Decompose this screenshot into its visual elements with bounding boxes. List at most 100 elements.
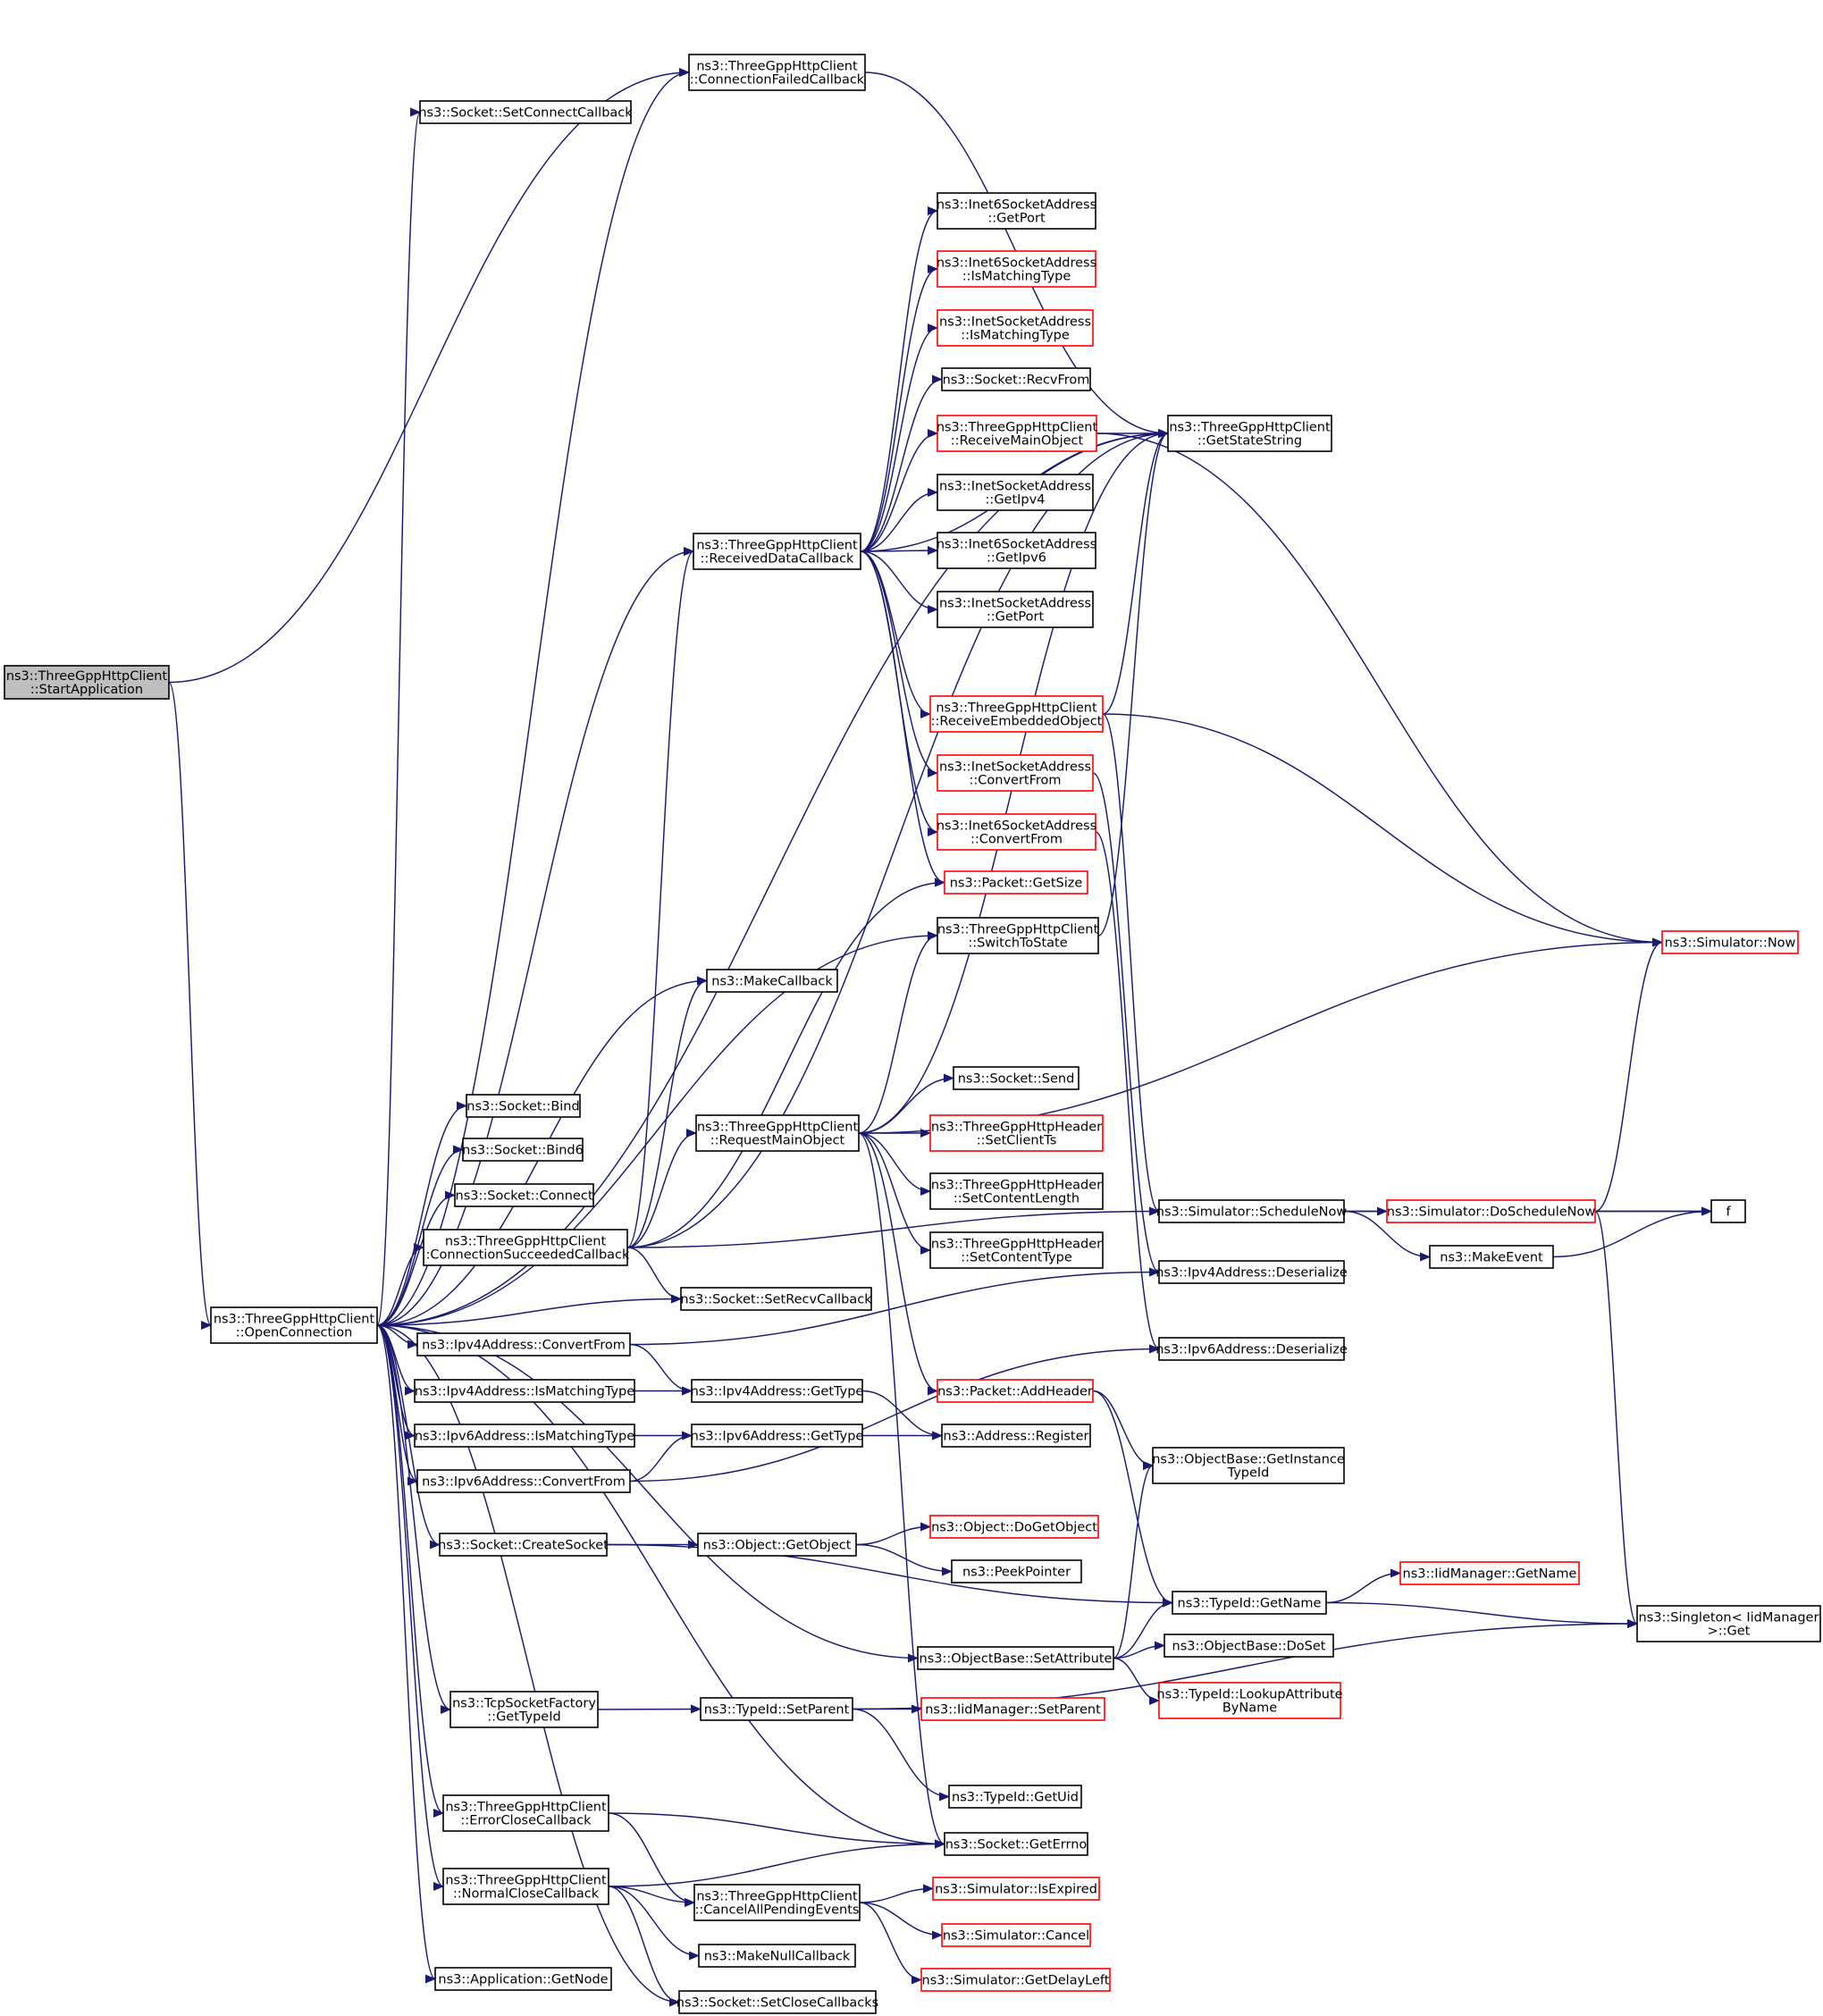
- node-inet-getport[interactable]: ns3::InetSocketAddress::GetPort: [937, 591, 1094, 628]
- node-box: [941, 1923, 1091, 1947]
- node-cancel-all[interactable]: ns3::ThreeGppHttpClient::CancelAllPendin…: [693, 1884, 861, 1921]
- edge-open-connection-to-switch-to-state: [376, 931, 938, 1326]
- node-ipv6-gettype[interactable]: ns3::Ipv6Address::GetType: [691, 1424, 864, 1448]
- node-ipv4-ismatching[interactable]: ns3::Ipv4Address::IsMatchingType: [414, 1379, 635, 1403]
- node-label: ns3::Singleton< IidManager: [1639, 1611, 1819, 1625]
- node-box: [929, 1172, 1104, 1210]
- node-ipv4-convertfrom[interactable]: ns3::Ipv4Address::ConvertFrom: [416, 1332, 631, 1357]
- node-box: [414, 1379, 635, 1403]
- node-address-register[interactable]: ns3::Address::Register: [941, 1424, 1091, 1448]
- node-label: ns3::Packet::GetSize: [950, 877, 1083, 891]
- node-inet-convertfrom[interactable]: ns3::InetSocketAddress::ConvertFrom: [937, 754, 1094, 792]
- node-set-close-cbs[interactable]: ns3::Socket::SetCloseCallbacks: [676, 1990, 878, 2014]
- edge-conn-succeeded-to-sim-schedule-now: [626, 1206, 1160, 1248]
- node-objbase-doset[interactable]: ns3::ObjectBase::DoSet: [1164, 1634, 1334, 1658]
- node-set-connect-cb[interactable]: ns3::Socket::SetConnectCallback: [418, 100, 633, 124]
- node-label: TypeId: [1227, 1466, 1270, 1481]
- node-socket-geterrno[interactable]: ns3::Socket::GetErrno: [944, 1832, 1088, 1856]
- node-socket-create[interactable]: ns3::Socket::CreateSocket: [438, 1533, 609, 1557]
- node-set-content-type[interactable]: ns3::ThreeGppHttpHeader::SetContentType: [929, 1231, 1104, 1269]
- edge-received-data-to-packet-getsize: [860, 550, 945, 887]
- node-sim-now[interactable]: ns3::Simulator::Now: [1661, 930, 1799, 954]
- node-open-connection[interactable]: ns3::ThreeGppHttpClient::OpenConnection: [210, 1306, 378, 1344]
- node-socket-bind6[interactable]: ns3::Socket::Bind6: [462, 1138, 584, 1162]
- node-recv-from[interactable]: ns3::Socket::RecvFrom: [941, 367, 1091, 391]
- node-request-main[interactable]: ns3::ThreeGppHttpClient::RequestMainObje…: [695, 1114, 860, 1152]
- edge-sim-do-schedule-now-to-sim-now: [1594, 937, 1663, 1213]
- node-make-callback[interactable]: ns3::MakeCallback: [706, 969, 838, 993]
- node-label: ::GetPort: [987, 212, 1046, 226]
- node-label: ns3::Ipv6Address::ConvertFrom: [422, 1475, 626, 1490]
- node-ipv4-gettype[interactable]: ns3::Ipv4Address::GetType: [691, 1379, 864, 1403]
- node-packet-getsize[interactable]: ns3::Packet::GetSize: [944, 870, 1088, 895]
- node-received-data[interactable]: ns3::ThreeGppHttpClient::ReceivedDataCal…: [693, 533, 861, 570]
- node-app-getnode[interactable]: ns3::Application::GetNode: [434, 1967, 612, 1991]
- node-inet-ismatching[interactable]: ns3::InetSocketAddress::IsMatchingType: [937, 309, 1094, 347]
- node-peek-pointer[interactable]: ns3::PeekPointer: [951, 1559, 1082, 1583]
- node-inet6-getport[interactable]: ns3::Inet6SocketAddress::GetPort: [937, 192, 1096, 230]
- edge-normal-close-to-set-close-cbs: [608, 1886, 680, 2007]
- node-packet-addheader[interactable]: ns3::Packet::AddHeader: [937, 1379, 1094, 1403]
- node-object-getobject[interactable]: ns3::Object::GetObject: [697, 1533, 857, 1557]
- edge-open-connection-to-socket-create: [376, 1324, 441, 1550]
- node-inet-getipv4[interactable]: ns3::InetSocketAddress::GetIpv4: [937, 474, 1094, 511]
- node-socket-bind[interactable]: ns3::Socket::Bind: [466, 1094, 581, 1118]
- node-label: ns3::ThreeGppHttpHeader: [931, 1238, 1102, 1252]
- node-sim-do-schedule-now[interactable]: ns3::Simulator::DoScheduleNow: [1386, 1199, 1596, 1223]
- node-set-content-length[interactable]: ns3::ThreeGppHttpHeader::SetContentLengt…: [929, 1172, 1104, 1210]
- node-f[interactable]: f: [1710, 1199, 1746, 1223]
- node-box: [691, 1424, 863, 1448]
- node-singleton-get[interactable]: ns3::Singleton< IidManager >::Get: [1636, 1605, 1821, 1642]
- node-sim-cancel[interactable]: ns3::Simulator::Cancel: [941, 1923, 1091, 1947]
- node-ipv6-convertfrom[interactable]: ns3::Ipv6Address::ConvertFrom: [416, 1469, 631, 1493]
- node-label: ns3::Simulator::GetDelayLeft: [922, 1974, 1110, 1988]
- node-label: ns3::Ipv4Address::IsMatchingType: [415, 1385, 634, 1399]
- node-inet6-getipv6[interactable]: ns3::Inet6SocketAddress::GetIpv6: [937, 532, 1096, 569]
- node-sim-getdelayleft[interactable]: ns3::Simulator::GetDelayLeft: [920, 1968, 1111, 1992]
- node-iid-getname[interactable]: ns3::IidManager::GetName: [1399, 1561, 1580, 1585]
- node-error-close[interactable]: ns3::ThreeGppHttpClient::ErrorCloseCallb…: [442, 1794, 609, 1832]
- node-set-recv-cb[interactable]: ns3::Socket::SetRecvCallback: [680, 1287, 872, 1311]
- node-start[interactable]: ns3::ThreeGppHttpClient::StartApplicatio…: [4, 665, 170, 700]
- node-box: [462, 1138, 584, 1162]
- node-socket-send[interactable]: ns3::Socket::Send: [953, 1066, 1080, 1090]
- node-label: ns3::Ipv4Address::GetType: [691, 1385, 864, 1399]
- node-objbase-setattr[interactable]: ns3::ObjectBase::SetAttribute: [917, 1646, 1114, 1670]
- node-box: [937, 309, 1094, 347]
- node-get-state-string[interactable]: ns3::ThreeGppHttpClient::GetStateString: [1167, 415, 1332, 452]
- node-box: [929, 1231, 1104, 1269]
- node-ipv4-deserialize[interactable]: ns3::Ipv4Address::Deserialize: [1155, 1260, 1348, 1284]
- node-conn-succeeded[interactable]: ns3::ThreeGppHttpClient::ConnectionSucce…: [422, 1229, 630, 1266]
- node-normal-close[interactable]: ns3::ThreeGppHttpClient::NormalCloseCall…: [442, 1868, 609, 1905]
- node-conn-failed[interactable]: ns3::ThreeGppHttpClient::ConnectionFaile…: [688, 54, 866, 91]
- node-object-dogetobject[interactable]: ns3::Object::DoGetObject: [929, 1515, 1099, 1539]
- node-make-null-cb[interactable]: ns3::MakeNullCallback: [698, 1944, 856, 1968]
- node-box: [937, 192, 1096, 230]
- node-inet6-ismatching[interactable]: ns3::Inet6SocketAddress::IsMatchingType: [937, 250, 1096, 288]
- node-receive-embedded[interactable]: ns3::ThreeGppHttpClient::ReceiveEmbedded…: [929, 695, 1104, 733]
- node-tcp-gettypeid[interactable]: ns3::TcpSocketFactory::GetTypeId: [449, 1691, 599, 1728]
- node-typeid-getname[interactable]: ns3::TypeId::GetName: [1172, 1591, 1327, 1615]
- node-sim-schedule-now[interactable]: ns3::Simulator::ScheduleNow: [1156, 1199, 1348, 1223]
- node-typeid-getuid[interactable]: ns3::TypeId::GetUid: [948, 1785, 1082, 1809]
- node-typeid-setparent[interactable]: ns3::TypeId::SetParent: [700, 1697, 853, 1721]
- node-label: ns3::TcpSocketFactory: [452, 1697, 596, 1711]
- node-switch-to-state[interactable]: ns3::ThreeGppHttpClient::SwitchToState: [937, 917, 1099, 954]
- node-label: ::CancelAllPendingEvents: [695, 1903, 860, 1918]
- node-socket-connect[interactable]: ns3::Socket::Connect: [454, 1183, 594, 1207]
- node-label: ::ConvertFrom: [969, 774, 1061, 788]
- node-ipv6-ismatching[interactable]: ns3::Ipv6Address::IsMatchingType: [414, 1424, 635, 1448]
- edge-typeid-setparent-to-typeid-getuid: [852, 1708, 950, 1802]
- node-make-event[interactable]: ns3::MakeEvent: [1429, 1245, 1554, 1269]
- node-label: ::ConnectionSucceededCallback: [422, 1248, 630, 1263]
- node-sim-isexpired[interactable]: ns3::Simulator::IsExpired: [932, 1877, 1100, 1901]
- node-label: ns3::Inet6SocketAddress: [937, 538, 1096, 552]
- node-receive-main[interactable]: ns3::ThreeGppHttpClient::ReceiveMainObje…: [937, 415, 1098, 452]
- node-set-client-ts[interactable]: ns3::ThreeGppHttpHeader::SetClientTs: [929, 1114, 1104, 1152]
- node-box: [944, 870, 1088, 895]
- node-inet6-convertfrom[interactable]: ns3::Inet6SocketAddress::ConvertFrom: [937, 813, 1096, 851]
- node-ipv6-deserialize[interactable]: ns3::Ipv6Address::Deserialize: [1155, 1337, 1348, 1361]
- node-iid-setparent[interactable]: ns3::IidManager::SetParent: [920, 1697, 1105, 1721]
